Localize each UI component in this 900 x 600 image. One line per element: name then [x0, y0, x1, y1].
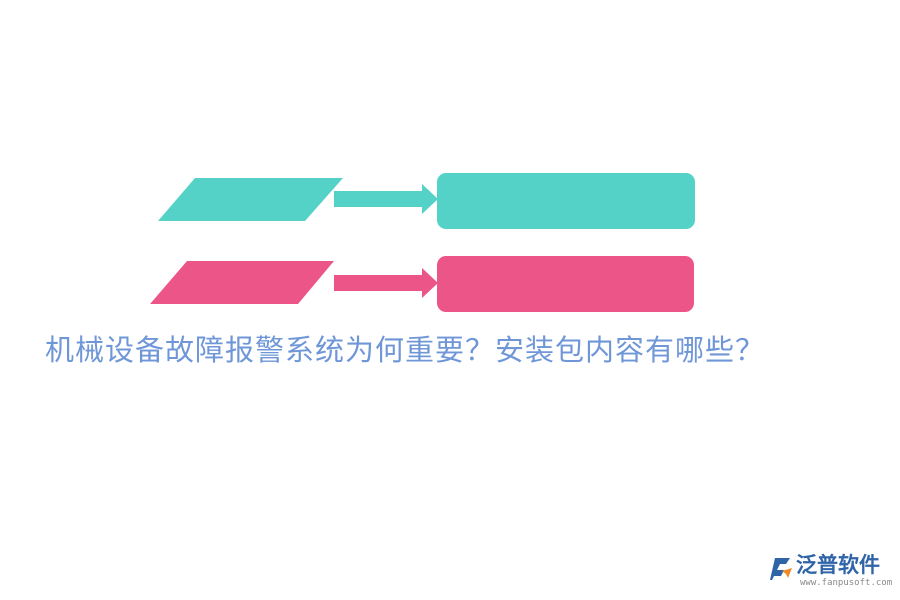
row-2-result-box: [437, 256, 694, 312]
flow-row-1: [158, 173, 695, 229]
page-title: 机械设备故障报警系统为何重要？安装包内容有哪些？: [45, 333, 766, 367]
brand-logo: 泛普软件 www.fanpusoft.com: [768, 552, 892, 590]
brand-name: 泛普软件: [796, 553, 880, 577]
brand-url: www.fanpusoft.com: [800, 578, 893, 588]
logo-swoosh-blue: [770, 558, 790, 580]
row-1-input-parallelogram: [158, 178, 343, 221]
logo-swoosh-orange: [782, 568, 792, 578]
row-2-input-parallelogram: [150, 261, 334, 304]
row-1-arrow: [334, 184, 438, 214]
row-1-result-box: [437, 173, 695, 229]
fanpu-logo-icon: [770, 558, 792, 580]
flow-row-2: [150, 256, 694, 312]
row-2-arrow: [334, 268, 438, 298]
